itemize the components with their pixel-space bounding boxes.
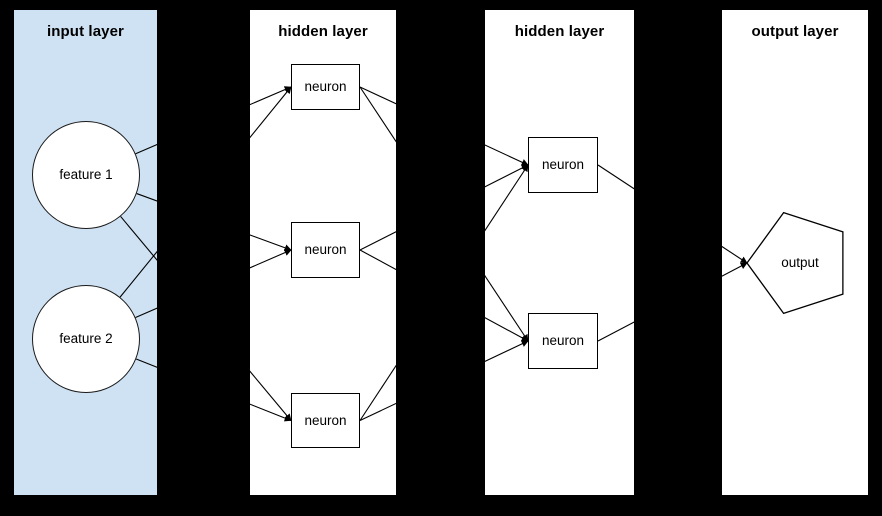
node-hidden1-neuron-1-label: neuron — [304, 79, 347, 94]
node-output-label: output — [781, 255, 819, 270]
panel-hidden-layer-2 — [485, 10, 634, 495]
node-hidden2-neuron-2-label: neuron — [541, 333, 585, 348]
node-hidden2-neuron-2[interactable] — [528, 313, 598, 369]
node-hidden1-neuron-2[interactable] — [291, 222, 360, 278]
node-hidden2-neuron-1[interactable] — [528, 137, 598, 193]
node-feature-2[interactable] — [32, 285, 140, 393]
node-output-pentagon[interactable] — [746, 210, 853, 316]
layer-title-hidden-1: hidden layer — [278, 23, 368, 40]
node-hidden1-neuron-1[interactable] — [291, 64, 360, 110]
node-feature-1[interactable] — [32, 121, 140, 229]
node-hidden2-neuron-1-label: neuron — [541, 157, 585, 172]
node-feature-2-label: feature 2 — [59, 331, 113, 346]
node-hidden1-neuron-2-label: neuron — [304, 242, 347, 257]
node-feature-1-label: feature 1 — [59, 167, 113, 182]
node-hidden1-neuron-3-label: neuron — [304, 412, 347, 428]
layer-title-input: input layer — [47, 23, 124, 40]
node-hidden1-neuron-3[interactable] — [291, 393, 360, 448]
layer-title-output: output layer — [751, 23, 839, 40]
panel-input-layer — [14, 10, 157, 495]
layer-title-hidden-2: hidden layer — [514, 23, 605, 40]
